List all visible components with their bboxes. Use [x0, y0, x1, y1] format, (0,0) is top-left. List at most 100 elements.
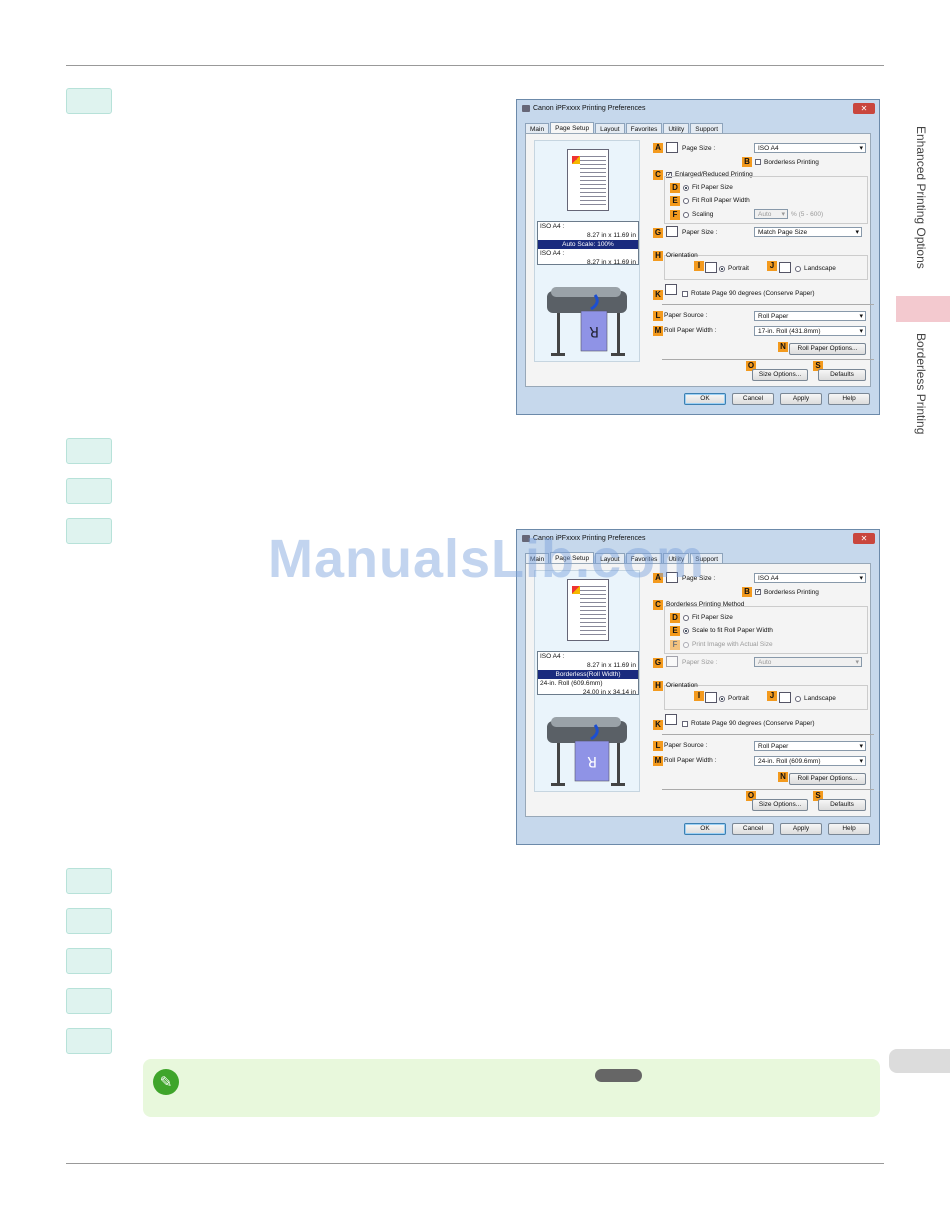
roll-paper-options-button[interactable]: Roll Paper Options...	[789, 773, 866, 785]
roll-paper-options-button[interactable]: Roll Paper Options...	[789, 343, 866, 355]
page-size-select[interactable]: ISO A4	[754, 573, 866, 583]
step-marker	[66, 518, 112, 544]
landscape-radio[interactable]	[795, 266, 801, 272]
tab-favorites[interactable]: Favorites	[625, 553, 663, 564]
landscape-icon	[779, 262, 791, 273]
label-badge-f: F	[670, 210, 680, 220]
tab-layout[interactable]: Layout	[595, 553, 625, 564]
label-badge-m: M	[653, 756, 663, 766]
image-thumbnail	[572, 156, 580, 164]
scaling-radio[interactable]	[683, 212, 689, 218]
printing-preferences-dialog-2: Canon iPFxxxx Printing Preferences ✕ Mai…	[516, 529, 880, 845]
defaults-button[interactable]: Defaults	[818, 799, 866, 811]
portrait-radio[interactable]	[719, 696, 725, 702]
size-options-button[interactable]: Size Options...	[752, 369, 808, 381]
tab-main[interactable]: Main	[525, 553, 550, 564]
page-size-label: Page Size :	[682, 145, 716, 152]
image-thumbnail	[572, 586, 580, 594]
label-badge-c: C	[653, 600, 663, 610]
label-badge-j: J	[767, 261, 777, 271]
scaling-label: Scaling	[692, 211, 714, 218]
paper-source-select[interactable]: Roll Paper	[754, 311, 866, 321]
tab-utility[interactable]: Utility	[663, 123, 690, 134]
step-marker	[66, 88, 112, 114]
separator	[662, 359, 874, 360]
borderless-checkbox[interactable]	[755, 159, 761, 165]
scale-roll-radio[interactable]	[683, 628, 689, 634]
actual-size-label: Print Image with Actual Size	[692, 641, 773, 648]
enlarged-checkbox[interactable]: ✓	[666, 172, 673, 178]
close-icon[interactable]: ✕	[853, 533, 875, 544]
side-section-tab	[896, 296, 950, 322]
info-page-dim: 8.27 in x 11.69 in	[586, 232, 636, 239]
portrait-radio[interactable]	[719, 266, 725, 272]
orientation-group	[664, 255, 868, 280]
info-page-size: ISO A4 :	[540, 223, 565, 230]
help-button[interactable]: Help	[828, 393, 870, 405]
separator	[662, 789, 874, 790]
label-badge-l: L	[653, 741, 663, 751]
cancel-button[interactable]: Cancel	[732, 393, 774, 405]
roll-width-select[interactable]: 24-in. Roll (609.6mm)	[754, 756, 866, 766]
fit-paper-radio[interactable]	[683, 185, 689, 191]
reference-pill[interactable]	[595, 1069, 642, 1082]
borderless-checkbox[interactable]: ✓	[755, 589, 762, 595]
cancel-button[interactable]: Cancel	[732, 823, 774, 835]
landscape-icon	[779, 692, 791, 703]
apply-button[interactable]: Apply	[780, 393, 822, 405]
landscape-radio[interactable]	[795, 696, 801, 702]
label-badge-h: H	[653, 681, 663, 691]
size-options-button[interactable]: Size Options...	[752, 799, 808, 811]
help-button[interactable]: Help	[828, 823, 870, 835]
fit-paper-label: Fit Paper Size	[692, 184, 733, 191]
step-marker	[66, 988, 112, 1014]
rotate-checkbox[interactable]	[682, 721, 688, 727]
tab-main[interactable]: Main	[525, 123, 550, 134]
rotate-label: Rotate Page 90 degrees (Conserve Paper)	[691, 720, 815, 727]
paper-size-select[interactable]: Match Page Size	[754, 227, 862, 237]
orientation-label: Orientation	[666, 252, 698, 259]
tab-support[interactable]: Support	[690, 553, 724, 564]
label-badge-e: E	[670, 626, 680, 636]
label-badge-n: N	[778, 342, 788, 352]
tab-page-setup[interactable]: Page Setup	[550, 122, 595, 134]
step-marker	[66, 478, 112, 504]
dialog-tabs: Main Page Setup Layout Favorites Utility…	[525, 552, 724, 564]
paper-size-select[interactable]: Auto	[754, 657, 862, 667]
page-size-icon	[666, 572, 678, 583]
roll-width-select[interactable]: 17-in. Roll (431.8mm)	[754, 326, 866, 336]
page-setup-panel: ISO A4 : 8.27 in x 11.69 in Auto Scale: …	[525, 133, 874, 387]
ok-button[interactable]: OK	[684, 823, 726, 835]
paper-source-label: Paper Source :	[664, 312, 708, 319]
tab-layout[interactable]: Layout	[595, 123, 625, 134]
tab-favorites[interactable]: Favorites	[625, 123, 663, 134]
defaults-button[interactable]: Defaults	[818, 369, 866, 381]
label-badge-b: B	[742, 587, 752, 597]
side-section-title: Enhanced Printing Options	[914, 126, 928, 269]
ok-button[interactable]: OK	[684, 393, 726, 405]
paper-source-select[interactable]: Roll Paper	[754, 741, 866, 751]
apply-button[interactable]: Apply	[780, 823, 822, 835]
tab-utility[interactable]: Utility	[663, 553, 690, 564]
fit-roll-radio[interactable]	[683, 198, 689, 204]
info-page-size: ISO A4 :	[540, 653, 565, 660]
label-badge-g: G	[653, 228, 663, 238]
rotate-checkbox[interactable]	[682, 291, 688, 297]
page-preview	[567, 579, 609, 641]
page-size-icon	[666, 142, 678, 153]
borderless-method-label: Borderless Printing Method	[666, 601, 745, 608]
scaling-input[interactable]: Auto	[754, 209, 788, 219]
pencil-icon: ✎	[153, 1069, 179, 1095]
enlarged-label: Enlarged/Reduced Printing	[675, 171, 753, 178]
tab-page-setup[interactable]: Page Setup	[550, 552, 595, 564]
paper-size-icon	[666, 226, 678, 237]
actual-size-radio[interactable]	[683, 642, 689, 648]
close-icon[interactable]: ✕	[853, 103, 875, 114]
page-size-select[interactable]: ISO A4	[754, 143, 866, 153]
side-subsection-title: Borderless Printing	[914, 333, 928, 435]
label-badge-f: F	[670, 640, 680, 650]
landscape-label: Landscape	[804, 265, 836, 272]
tab-support[interactable]: Support	[690, 123, 724, 134]
landscape-label: Landscape	[804, 695, 836, 702]
fit-paper-radio[interactable]	[683, 615, 689, 621]
